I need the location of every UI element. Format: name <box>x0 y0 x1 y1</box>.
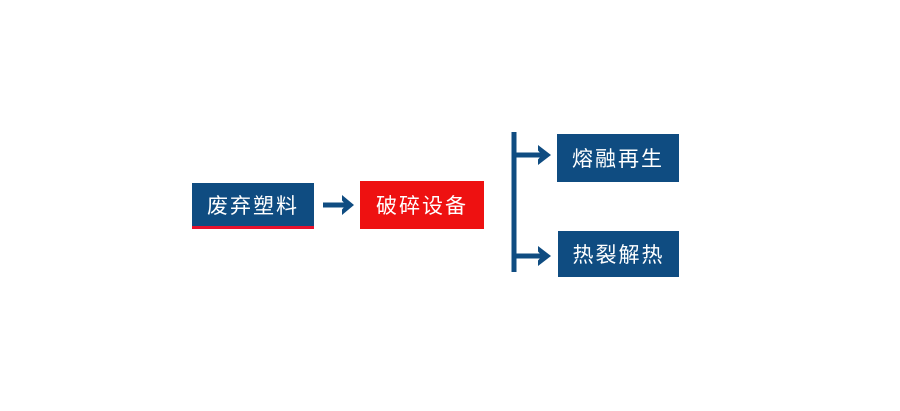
node-pyrolysis-heat[interactable]: 热裂解热 <box>558 231 679 277</box>
node-melt-regeneration[interactable]: 熔融再生 <box>557 134 679 182</box>
node-waste-plastic[interactable]: 废弃塑料 <box>192 183 314 229</box>
node-waste-plastic-label: 废弃塑料 <box>207 193 299 218</box>
node-melt-regeneration-label: 熔融再生 <box>572 147 664 171</box>
branch-split-icon <box>511 132 551 272</box>
arrow-right-icon <box>323 195 354 215</box>
node-pyrolysis-heat-label: 热裂解热 <box>572 243 665 267</box>
node-crushing-equipment[interactable]: 破碎设备 <box>360 181 484 229</box>
node-crushing-equipment-label: 破碎设备 <box>376 194 468 218</box>
